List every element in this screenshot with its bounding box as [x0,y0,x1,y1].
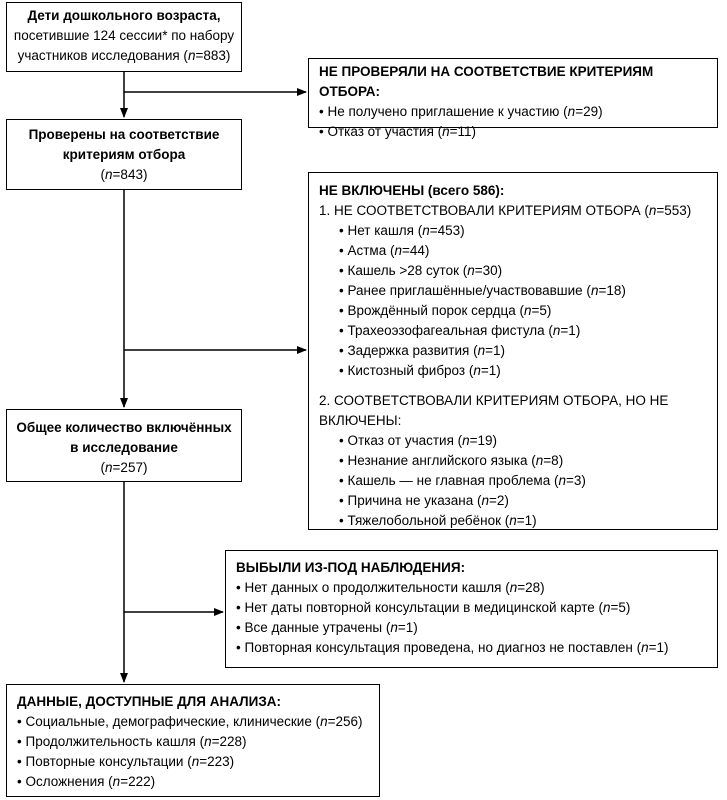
box4-section2-heading: 2. СООТВЕТСТВОВАЛИ КРИТЕРИЯМ ОТБОРА, НО … [319,393,669,428]
list-item: Продолжительность кашля (n=228) [17,732,369,752]
box5-line3: (n=257) [100,460,148,475]
box3-line3: (n=843) [100,167,148,182]
list-item: Задержка развития (n=1) [339,341,707,361]
box5-line1: Общее количество включённых [16,420,232,435]
list-item: Кашель — не главная проблема (n=3) [339,471,707,491]
list-item: Не получено приглашение к участию (n=29) [319,102,707,122]
list-item: Повторная консультация проведена, но диа… [236,638,707,658]
box3-line1: Проверены на соответствие [28,127,220,142]
box4-title: НЕ ВКЛЮЧЕНЫ (всего 586): [319,183,505,198]
box-not-screened: НЕ ПРОВЕРЯЛИ НА СООТВЕТСТВИЕ КРИТЕРИЯМ О… [308,58,718,139]
box2-title: НЕ ПРОВЕРЯЛИ НА СООТВЕТСТВИЕ КРИТЕРИЯМ О… [319,64,654,99]
box-not-included: НЕ ВКЛЮЧЕНЫ (всего 586): 1. НЕ СООТВЕТСТ… [308,172,718,530]
box5-line2: в исследование [70,440,178,455]
box7-title: ДАННЫЕ, ДОСТУПНЫЕ ДЛЯ АНАЛИЗА: [17,694,282,709]
box-data-available: ДАННЫЕ, ДОСТУПНЫЕ ДЛЯ АНАЛИЗА: Социальны… [6,684,380,797]
list-item: Незнание английского языка (n=8) [339,451,707,471]
list-item: Трахеоэзофагеальная фистула (n=1) [339,321,707,341]
list-item: Отказ от участия (n=19) [339,431,707,451]
list-item: Кистозный фиброз (n=1) [339,361,707,381]
box4-section2-list: Отказ от участия (n=19) Незнание английс… [319,431,707,531]
box6-title: ВЫБЫЛИ ИЗ-ПОД НАБЛЮДЕНИЯ: [236,560,466,575]
list-item: Повторные консультации (n=223) [17,752,369,772]
box6-list: Нет данных о продолжительности кашля (n=… [236,578,707,658]
list-item: Все данные утрачены (n=1) [236,618,707,638]
list-item: Врождённый порок сердца (n=5) [339,301,707,321]
box-lost-to-follow-up: ВЫБЫЛИ ИЗ-ПОД НАБЛЮДЕНИЯ: Нет данных о п… [225,550,718,668]
list-item: Социальные, демографические, клинические… [17,712,369,732]
box1-line2: посетившие 124 сессии* по набору [13,28,235,43]
box-screened: Проверены на соответствие критериям отбо… [6,119,242,190]
box4-section1-heading: 1. НЕ СООТВЕТСТВОВАЛИ КРИТЕРИЯМ ОТБОРА (… [319,203,692,218]
box1-line1: Дети дошкольного возраста, [27,8,221,23]
box2-list: Не получено приглашение к участию (n=29)… [319,102,707,142]
list-item: Отказ от участия (n=11) [319,122,707,142]
box-preschool-children: Дети дошкольного возраста, посетившие 12… [6,2,242,72]
box1-line3: участников исследования (n=883) [17,48,231,63]
box3-line2: критериям отбора [62,147,186,162]
list-item: Нет даты повторной консультации в медици… [236,598,707,618]
box4-section1-list: Нет кашля (n=453) Астма (n=44) Кашель >2… [319,221,707,381]
list-item: Нет кашля (n=453) [339,221,707,241]
list-item: Ранее приглашённые/участвовавшие (n=18) [339,281,707,301]
box7-list: Социальные, демографические, клинические… [17,712,369,792]
list-item: Кашель >28 суток (n=30) [339,261,707,281]
box-total-included: Общее количество включённых в исследован… [6,409,242,482]
list-item: Астма (n=44) [339,241,707,261]
list-item: Нет данных о продолжительности кашля (n=… [236,578,707,598]
list-item: Причина не указана (n=2) [339,491,707,511]
list-item: Осложнения (n=222) [17,772,369,792]
list-item: Тяжелобольной ребёнок (n=1) [339,511,707,531]
